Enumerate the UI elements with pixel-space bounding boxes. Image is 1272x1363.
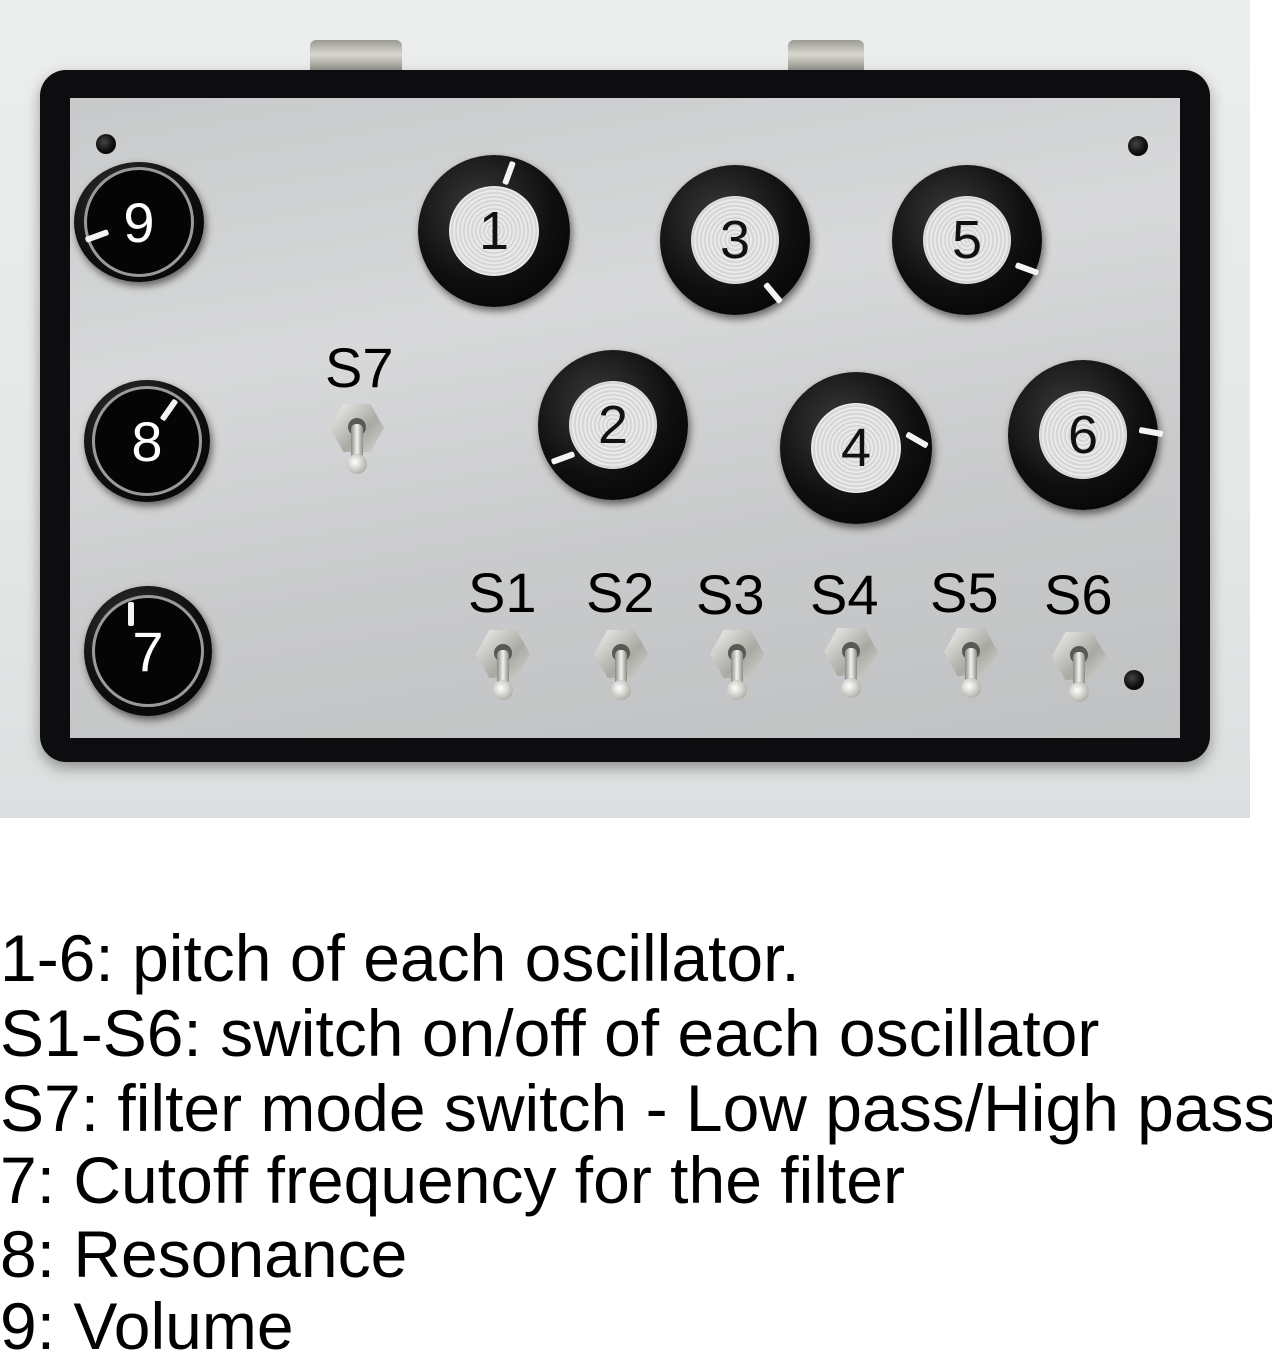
legend-line: 1-6: pitch of each oscillator. xyxy=(0,921,800,995)
knob-label: 2 xyxy=(569,381,657,469)
legend-line: S7: filter mode switch - Low pass/High p… xyxy=(0,1071,1272,1145)
knob-label: 8 xyxy=(92,386,202,496)
cutoff-knob[interactable]: 7 xyxy=(84,586,212,716)
oscillator-switch-3[interactable] xyxy=(706,624,768,700)
oscillator-switch-6[interactable] xyxy=(1048,626,1110,702)
screw-icon xyxy=(1124,670,1144,690)
pitch-knob-4[interactable]: 4 xyxy=(780,372,932,524)
oscillator-switch-1[interactable] xyxy=(472,624,534,700)
legend-line: 7: Cutoff frequency for the filter xyxy=(0,1143,905,1217)
pitch-knob-6[interactable]: 6 xyxy=(1008,360,1164,510)
synth-photo: 1 3 5 2 4 6 9 8 7 S7 S1 S2 S3 S4 S5 S6 xyxy=(0,0,1250,818)
oscillator-switch-2[interactable] xyxy=(590,624,652,700)
knob-label: 6 xyxy=(1039,391,1127,479)
legend-line: 8: Resonance xyxy=(0,1217,408,1291)
switch-label: S2 xyxy=(586,561,655,624)
pitch-knob-5[interactable]: 5 xyxy=(892,165,1042,315)
screw-icon xyxy=(1128,136,1148,156)
filter-mode-switch[interactable] xyxy=(326,398,388,474)
knob-label: 3 xyxy=(691,196,779,284)
switch-label: S3 xyxy=(696,563,765,626)
knob-label: 9 xyxy=(84,167,194,277)
switch-label: S7 xyxy=(325,336,394,399)
knob-label: 5 xyxy=(923,196,1011,284)
legend-line: S1-S6: switch on/off of each oscillator xyxy=(0,996,1100,1070)
screw-icon xyxy=(96,134,116,154)
resonance-knob[interactable]: 8 xyxy=(84,380,210,502)
oscillator-switch-4[interactable] xyxy=(820,622,882,698)
knob-label: 7 xyxy=(92,595,204,707)
knob-label: 1 xyxy=(449,186,539,276)
switch-label: S5 xyxy=(930,561,999,624)
legend-line: 9: Volume xyxy=(0,1289,294,1363)
pitch-knob-3[interactable]: 3 xyxy=(660,165,810,315)
switch-label: S4 xyxy=(810,563,879,626)
switch-label: S1 xyxy=(468,561,537,624)
knob-label: 4 xyxy=(811,403,901,493)
oscillator-switch-5[interactable] xyxy=(940,622,1002,698)
volume-knob[interactable]: 9 xyxy=(74,162,204,282)
switch-label: S6 xyxy=(1044,563,1113,626)
pitch-knob-1[interactable]: 1 xyxy=(418,155,570,307)
pitch-knob-2[interactable]: 2 xyxy=(538,350,688,500)
